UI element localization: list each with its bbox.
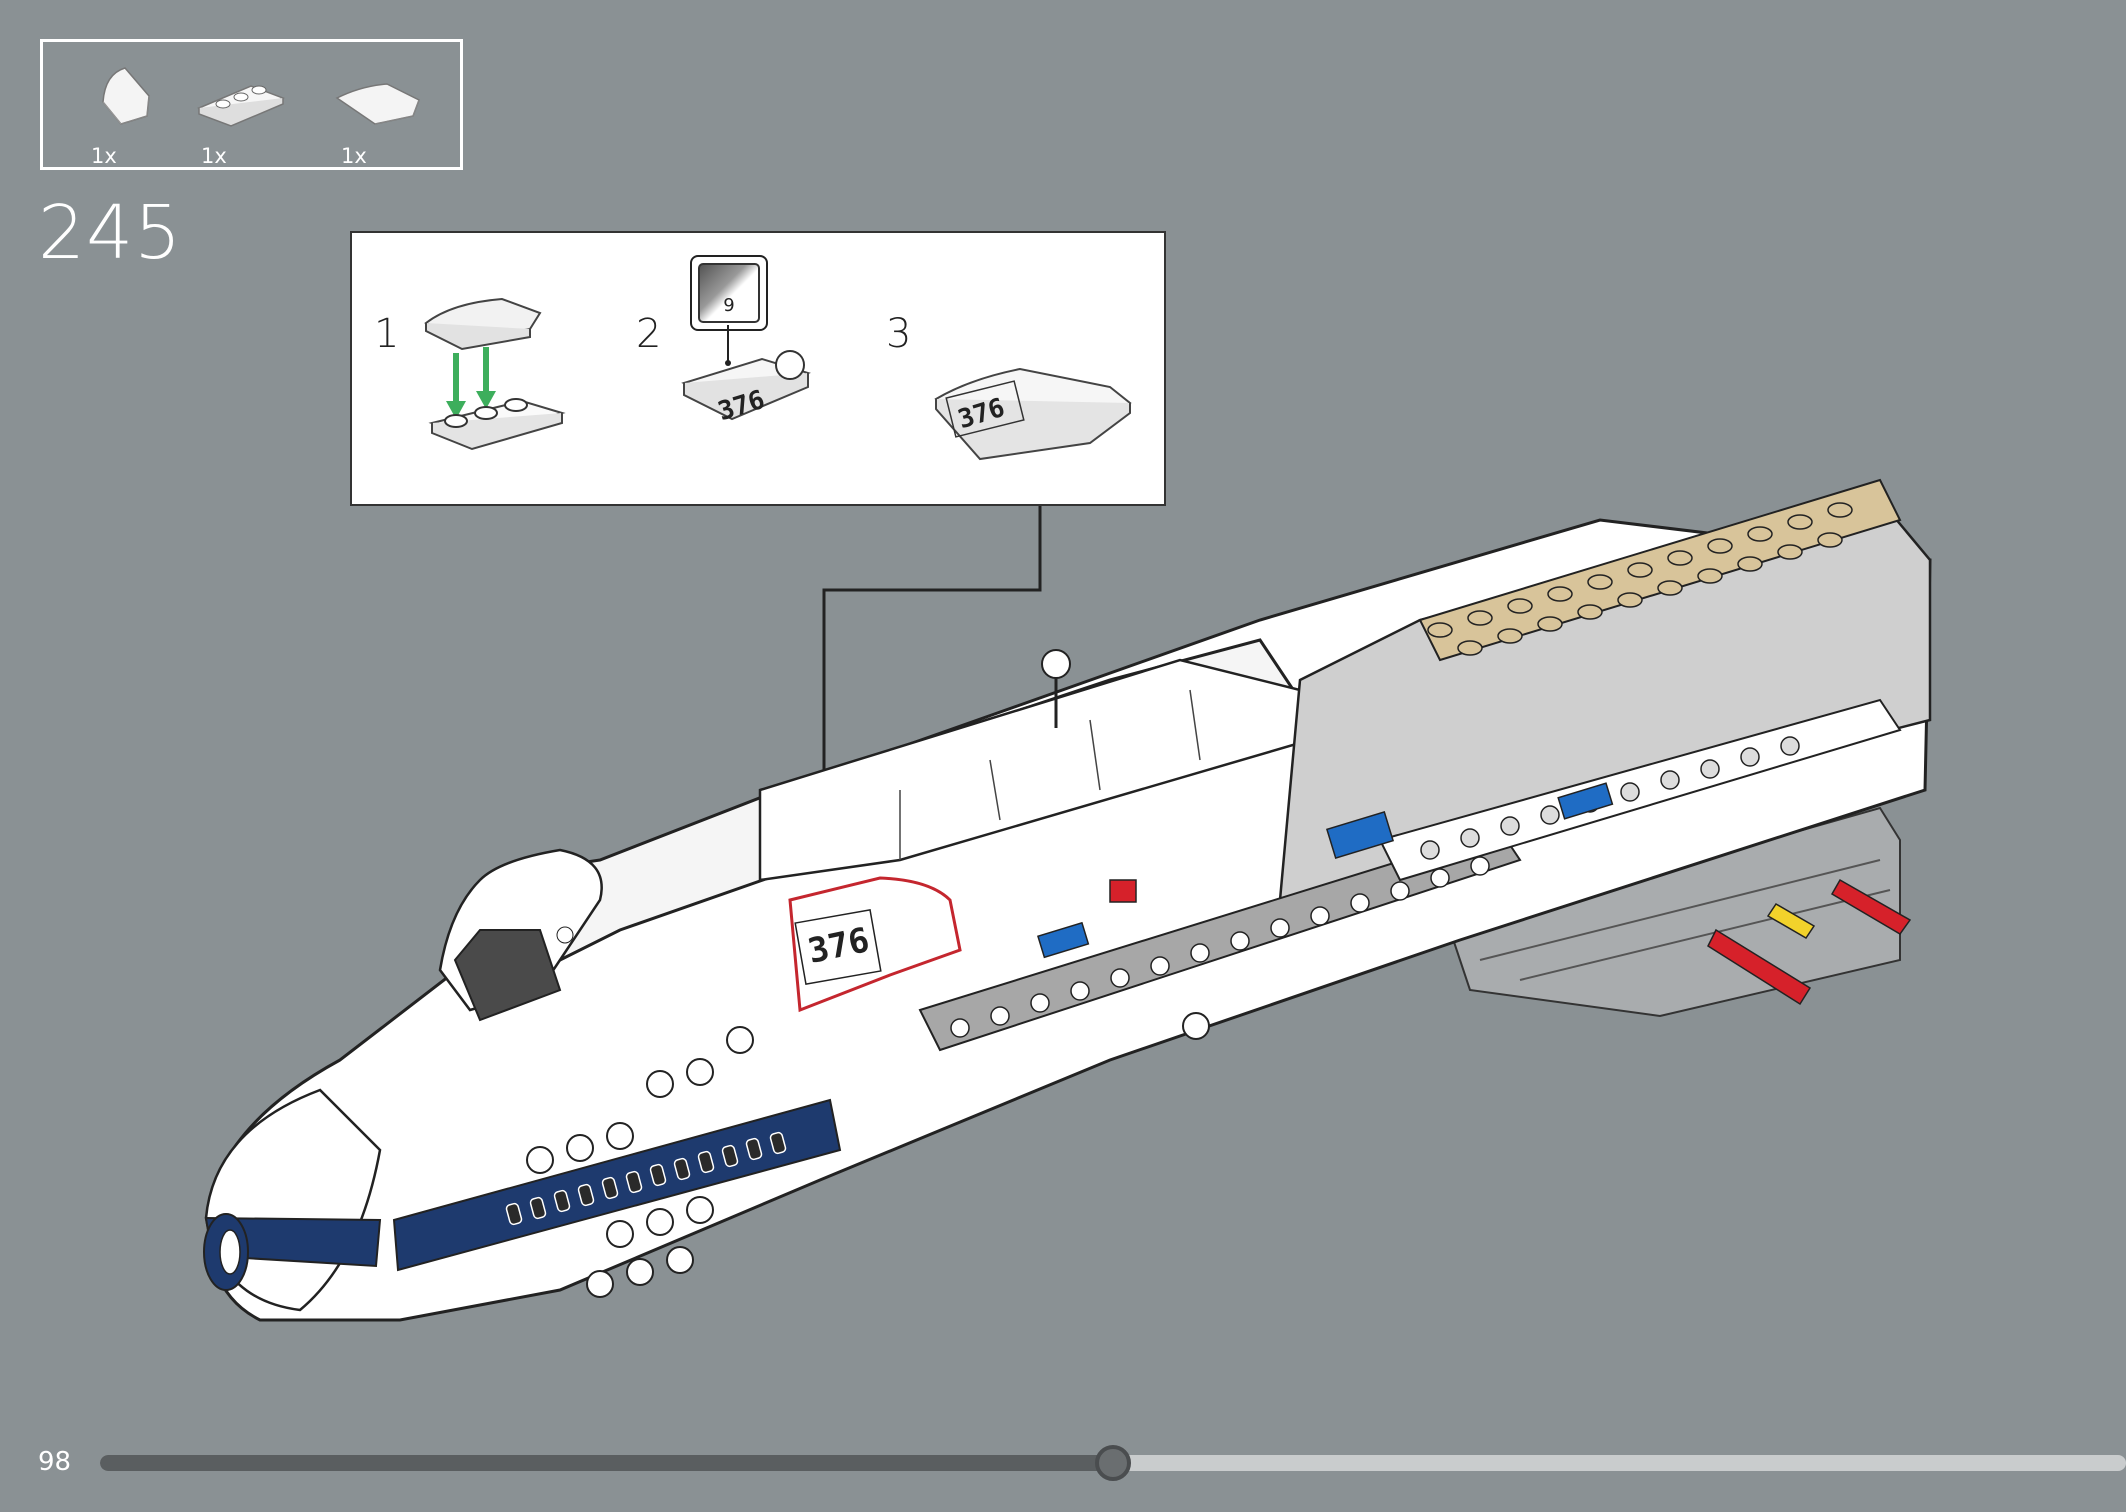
sticker-number: 9 xyxy=(723,295,735,316)
part-qty: 1x xyxy=(341,144,367,168)
substep-label-3: 3 xyxy=(886,311,912,357)
progress-knob[interactable] xyxy=(1095,1445,1131,1481)
step-number: 245 xyxy=(38,190,183,276)
blue-brick xyxy=(1325,810,1395,860)
substep-label-2: 2 xyxy=(636,311,662,357)
progress-fill xyxy=(100,1455,1113,1471)
cockpit-window xyxy=(453,929,562,1022)
callout-leader-line xyxy=(822,506,1042,880)
curved-slope-1x2-icon xyxy=(102,67,150,125)
beam-holes xyxy=(950,856,1490,1038)
antenna-ball xyxy=(1041,649,1071,679)
substep-label-1: 1 xyxy=(374,311,400,357)
tan-roof-plate xyxy=(1418,478,1902,662)
part-curved-slope: 1x xyxy=(81,58,171,168)
curved-slope-2x2-icon xyxy=(335,83,420,125)
cabin-windows xyxy=(505,1131,787,1226)
substep-3-illustration xyxy=(934,367,1132,461)
progress-bar[interactable] xyxy=(100,1445,2126,1481)
tan-studs xyxy=(1427,502,1853,656)
red-axle xyxy=(1707,928,1812,1006)
part-qty: 1x xyxy=(91,144,117,168)
technic-beam xyxy=(918,828,1522,1052)
substep-1-illustration xyxy=(424,297,566,451)
parts-list-box: 1x 1x 1x xyxy=(40,39,463,170)
red-axle xyxy=(1830,878,1912,935)
part-curved-slope-2x2: 1x xyxy=(331,58,421,168)
sticker-icon xyxy=(698,263,760,323)
sticker-indicator: 9 xyxy=(690,255,768,331)
window-stripe xyxy=(392,1098,842,1272)
page-number: 98 xyxy=(38,1447,72,1477)
part-qty: 1x xyxy=(201,144,227,168)
portholes xyxy=(526,1012,1210,1298)
yellow-pin xyxy=(1766,902,1816,940)
plate-1x3-icon xyxy=(196,85,286,127)
substep-2-illustration xyxy=(681,325,811,421)
part-plate: 1x xyxy=(191,58,286,168)
substep-callout: 1 2 3 9 376 376 xyxy=(350,231,1166,506)
